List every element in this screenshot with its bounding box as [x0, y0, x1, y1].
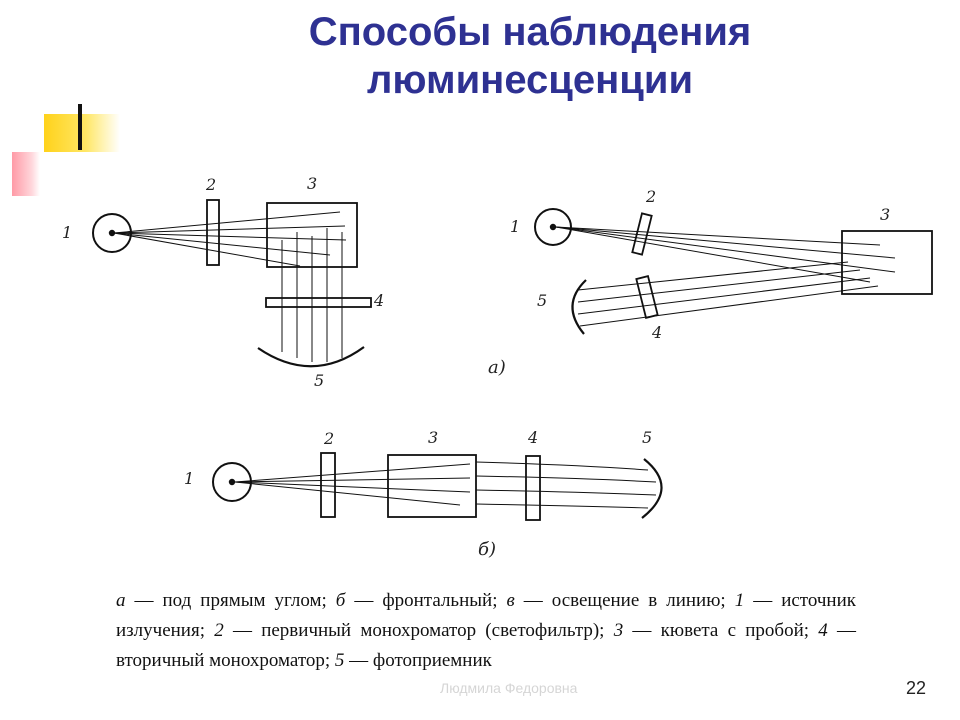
- caption-n1-text: — источник излучения;: [116, 590, 856, 641]
- primary-monochromator: [320, 452, 336, 518]
- primary-monochromator: [206, 199, 220, 266]
- label-primary-monochromator: 2: [205, 175, 216, 194]
- label-photodetector: 5: [314, 371, 324, 390]
- photodetector: [641, 458, 663, 519]
- caption-b-text: — фронтальный;: [345, 590, 507, 611]
- luminescence-schemes-diagram: 1 2 3 4 5 1 2 3 4 5 а) 1 2 3 4 5 б): [62, 174, 933, 560]
- slide-title: Способы наблюдения люминесценции: [0, 8, 960, 104]
- label-source: 1: [184, 469, 194, 488]
- secondary-monochromator: [635, 275, 659, 319]
- caption-v-letter: в: [506, 590, 515, 611]
- primary-monochromator: [631, 212, 653, 256]
- label-primary-monochromator: 2: [323, 429, 334, 448]
- label-photodetector: 5: [537, 291, 547, 310]
- caption-a-letter: а: [116, 590, 126, 611]
- label-source: 1: [510, 217, 520, 236]
- subfigure-label-a: а): [488, 357, 506, 378]
- label-photodetector: 5: [642, 428, 652, 447]
- secondary-monochromator: [265, 297, 372, 308]
- secondary-monochromator: [525, 455, 541, 521]
- decorative-pink-block: [12, 152, 40, 196]
- cuvette: [387, 454, 477, 518]
- scheme-right-angle: [92, 199, 372, 368]
- scheme-frontal: [534, 208, 933, 335]
- label-secondary-monochromator: 4: [527, 428, 538, 447]
- decorative-yellow-block: [44, 114, 120, 152]
- caption-n2-text: — первичный монохроматор (светофильтр);: [223, 620, 614, 641]
- excitation-rays: [113, 211, 347, 267]
- source-filament: [549, 223, 557, 231]
- label-cuvette: 3: [428, 428, 438, 447]
- title-line-1: Способы наблюдения: [308, 10, 752, 54]
- caption-n5-text: — фотоприемник: [344, 650, 492, 671]
- label-primary-monochromator: 2: [645, 187, 656, 206]
- label-source: 1: [62, 223, 72, 242]
- photodetector: [571, 279, 587, 335]
- emission-rays: [281, 228, 343, 362]
- caption-n4-text: — вторичный монохроматор;: [116, 620, 857, 671]
- source-lamp: [92, 213, 132, 253]
- subfigure-label-b: б): [478, 539, 496, 560]
- source-filament: [108, 229, 116, 237]
- caption-a-text: — под прямым углом;: [125, 590, 336, 611]
- caption-n4: 4: [818, 620, 828, 641]
- page-number: 22: [906, 678, 927, 698]
- caption-n3-text: — кювета с пробой;: [623, 620, 819, 641]
- label-cuvette: 3: [880, 205, 890, 224]
- label-cuvette: 3: [307, 174, 317, 193]
- scheme-in-line: [212, 452, 663, 521]
- source-filament: [228, 478, 236, 486]
- label-secondary-monochromator: 4: [651, 323, 662, 342]
- label-secondary-monochromator: 4: [373, 291, 384, 310]
- caption-n3: 3: [613, 620, 624, 641]
- title-line-2: люминесценции: [366, 58, 694, 102]
- caption-n1: 1: [734, 590, 745, 611]
- excitation-rays: [555, 226, 896, 283]
- decorative-black-bar: [78, 104, 82, 150]
- figure-caption: а — под прямым углом; б — фронтальный; в…: [116, 586, 856, 676]
- excitation-rays: [234, 463, 471, 506]
- caption-n5: 5: [334, 650, 345, 671]
- caption-b-letter: б: [335, 590, 346, 611]
- caption-n2: 2: [214, 620, 224, 641]
- emission-rays: [577, 261, 879, 327]
- emission-rays: [475, 461, 657, 509]
- cuvette: [841, 230, 933, 295]
- footer-author: Людмила Федоровна: [440, 680, 578, 696]
- source-lamp: [534, 208, 572, 246]
- caption-v-text: — освещение в линию;: [514, 590, 735, 611]
- photodetector: [257, 346, 365, 368]
